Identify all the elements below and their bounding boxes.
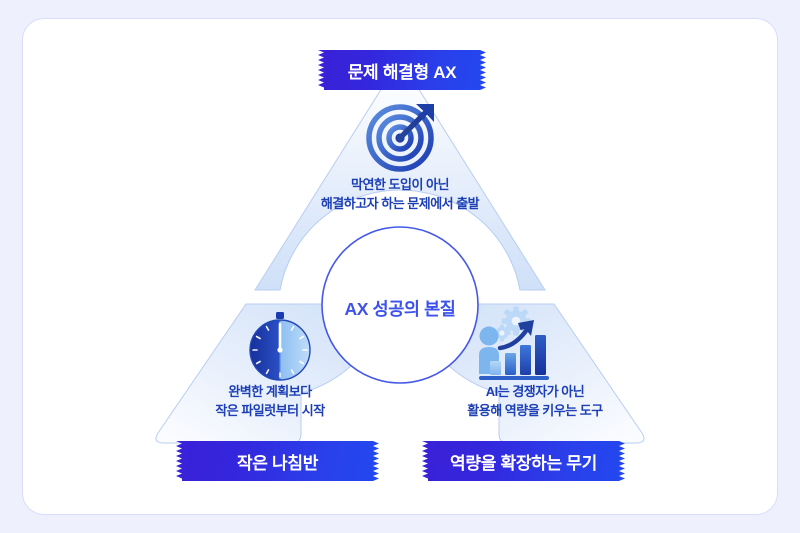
- caption-left-line2: 작은 파일럿부터 시작: [215, 402, 325, 418]
- bar-1: [490, 361, 501, 375]
- stopwatch-icon: [249, 312, 311, 381]
- ribbon-right-label: 역량을 확장하는 무기: [450, 453, 597, 473]
- chart-baseline: [479, 376, 549, 380]
- bar-3: [520, 345, 531, 375]
- ribbon-left-body: 작은 나침반: [176, 441, 379, 481]
- caption-right-line1: AI는 경쟁자가 아닌: [485, 384, 585, 399]
- gear-small-icon: [493, 324, 511, 342]
- ribbon-top-body: 문제 해결형 AX: [318, 50, 486, 90]
- trend-arrow-icon: [497, 325, 531, 351]
- ribbon-top-label: 문제 해결형 AX: [347, 62, 457, 82]
- bar-4: [535, 335, 546, 375]
- caption-left-line1: 완벽한 계획보다: [228, 384, 312, 399]
- ribbon-left-label: 작은 나침반: [236, 453, 319, 473]
- bar-2: [505, 353, 516, 375]
- caption-top-line2: 해결하고자 하는 문제에서 출발: [320, 195, 480, 211]
- caption-top: 막연한 도입이 아닌 해결하고자 하는 문제에서 출발: [280, 176, 520, 214]
- center-circle: [321, 226, 479, 384]
- ribbon-banner-right: 역량을 확장하는 무기: [422, 441, 625, 481]
- caption-right: AI는 경쟁자가 아닌 활용해 역량을 키우는 도구: [420, 383, 650, 421]
- target-icon: [366, 104, 434, 172]
- growth-chart-person-icon: [479, 306, 549, 380]
- caption-left: 완벽한 계획보다 작은 파일럿부터 시작: [160, 383, 380, 421]
- ribbon-banner-top: 문제 해결형 AX: [318, 50, 486, 90]
- ribbon-right-body: 역량을 확장하는 무기: [422, 441, 625, 481]
- ribbon-banner-left: 작은 나침반: [176, 441, 379, 481]
- center-label: AX 성공의 본질: [344, 299, 456, 319]
- caption-top-line1: 막연한 도입이 아닌: [351, 177, 449, 192]
- caption-right-line2: 활용해 역량을 키우는 도구: [467, 402, 603, 418]
